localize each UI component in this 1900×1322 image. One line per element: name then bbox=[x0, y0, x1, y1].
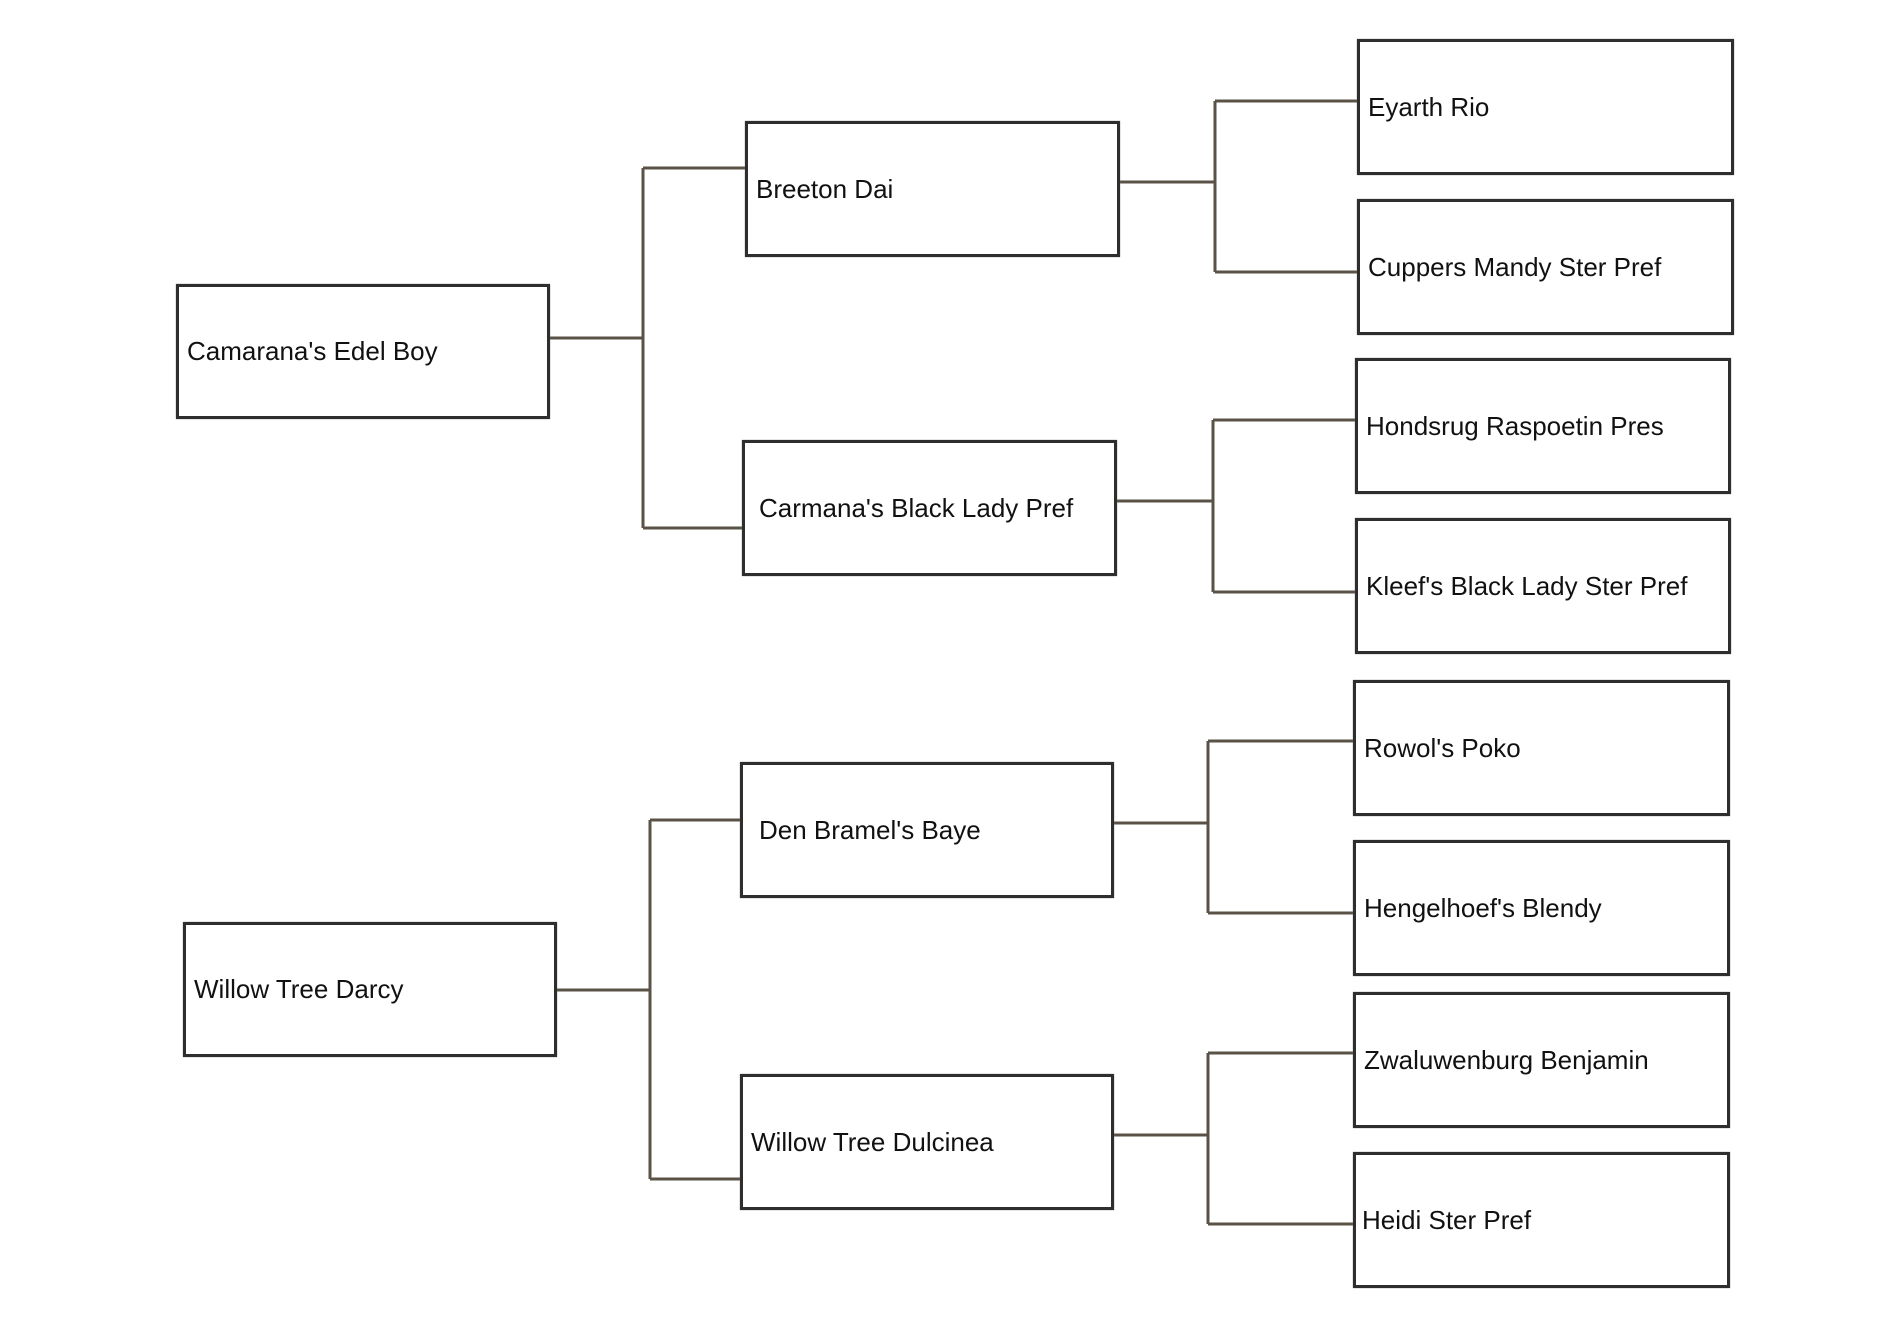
pedigree-box-gen2: Breeton Dai bbox=[745, 121, 1120, 257]
pedigree-box-gen3: Zwaluwenburg Benjamin bbox=[1353, 992, 1730, 1128]
pedigree-box-gen2: Carmana's Black Lady Pref bbox=[742, 440, 1117, 576]
horse-name: Willow Tree Darcy bbox=[194, 974, 404, 1004]
pedigree-box-gen3: Rowol's Poko bbox=[1353, 680, 1730, 816]
pedigree-box-gen3: Heidi Ster Pref bbox=[1353, 1152, 1730, 1288]
horse-name: Heidi Ster Pref bbox=[1362, 1204, 1532, 1235]
pedigree-box-gen3: Hengelhoef's Blendy bbox=[1353, 840, 1730, 976]
pedigree-box-gen1: Willow Tree Darcy bbox=[183, 922, 557, 1057]
pedigree-box-gen3: Hondsrug Raspoetin Pres bbox=[1355, 358, 1731, 494]
pedigree-box-gen2: Den Bramel's Baye bbox=[740, 762, 1114, 898]
horse-name: Breeton Dai bbox=[756, 173, 894, 204]
horse-name: Zwaluwenburg Benjamin bbox=[1364, 1044, 1649, 1075]
horse-name: Willow Tree Dulcinea bbox=[751, 1126, 994, 1157]
horse-name: Den Bramel's Baye bbox=[759, 814, 981, 845]
connector-p2 bbox=[557, 818, 742, 1181]
horse-name: Carmana's Black Lady Pref bbox=[759, 492, 1074, 523]
pedigree-box-gen3: Kleef's Black Lady Ster Pref bbox=[1355, 518, 1731, 654]
connector-p1d bbox=[1117, 418, 1355, 594]
connector-p2d bbox=[1114, 1051, 1353, 1226]
horse-name: Hondsrug Raspoetin Pres bbox=[1366, 410, 1664, 441]
connector-p1s bbox=[1120, 99, 1357, 274]
pedigree-box-gen3: Cuppers Mandy Ster Pref bbox=[1357, 199, 1734, 335]
connector-p2s bbox=[1114, 739, 1353, 915]
horse-name: Cuppers Mandy Ster Pref bbox=[1368, 251, 1662, 282]
connector-p1 bbox=[550, 166, 745, 530]
pedigree-box-gen2: Willow Tree Dulcinea bbox=[740, 1074, 1114, 1210]
horse-name: Kleef's Black Lady Ster Pref bbox=[1366, 570, 1688, 601]
horse-name: Hengelhoef's Blendy bbox=[1364, 892, 1602, 923]
pedigree-box-gen1: Camarana's Edel Boy bbox=[176, 284, 550, 419]
pedigree-box-gen3: Eyarth Rio bbox=[1357, 39, 1734, 175]
horse-name: Rowol's Poko bbox=[1364, 732, 1521, 763]
horse-name: Camarana's Edel Boy bbox=[187, 336, 438, 366]
horse-name: Eyarth Rio bbox=[1368, 91, 1490, 122]
